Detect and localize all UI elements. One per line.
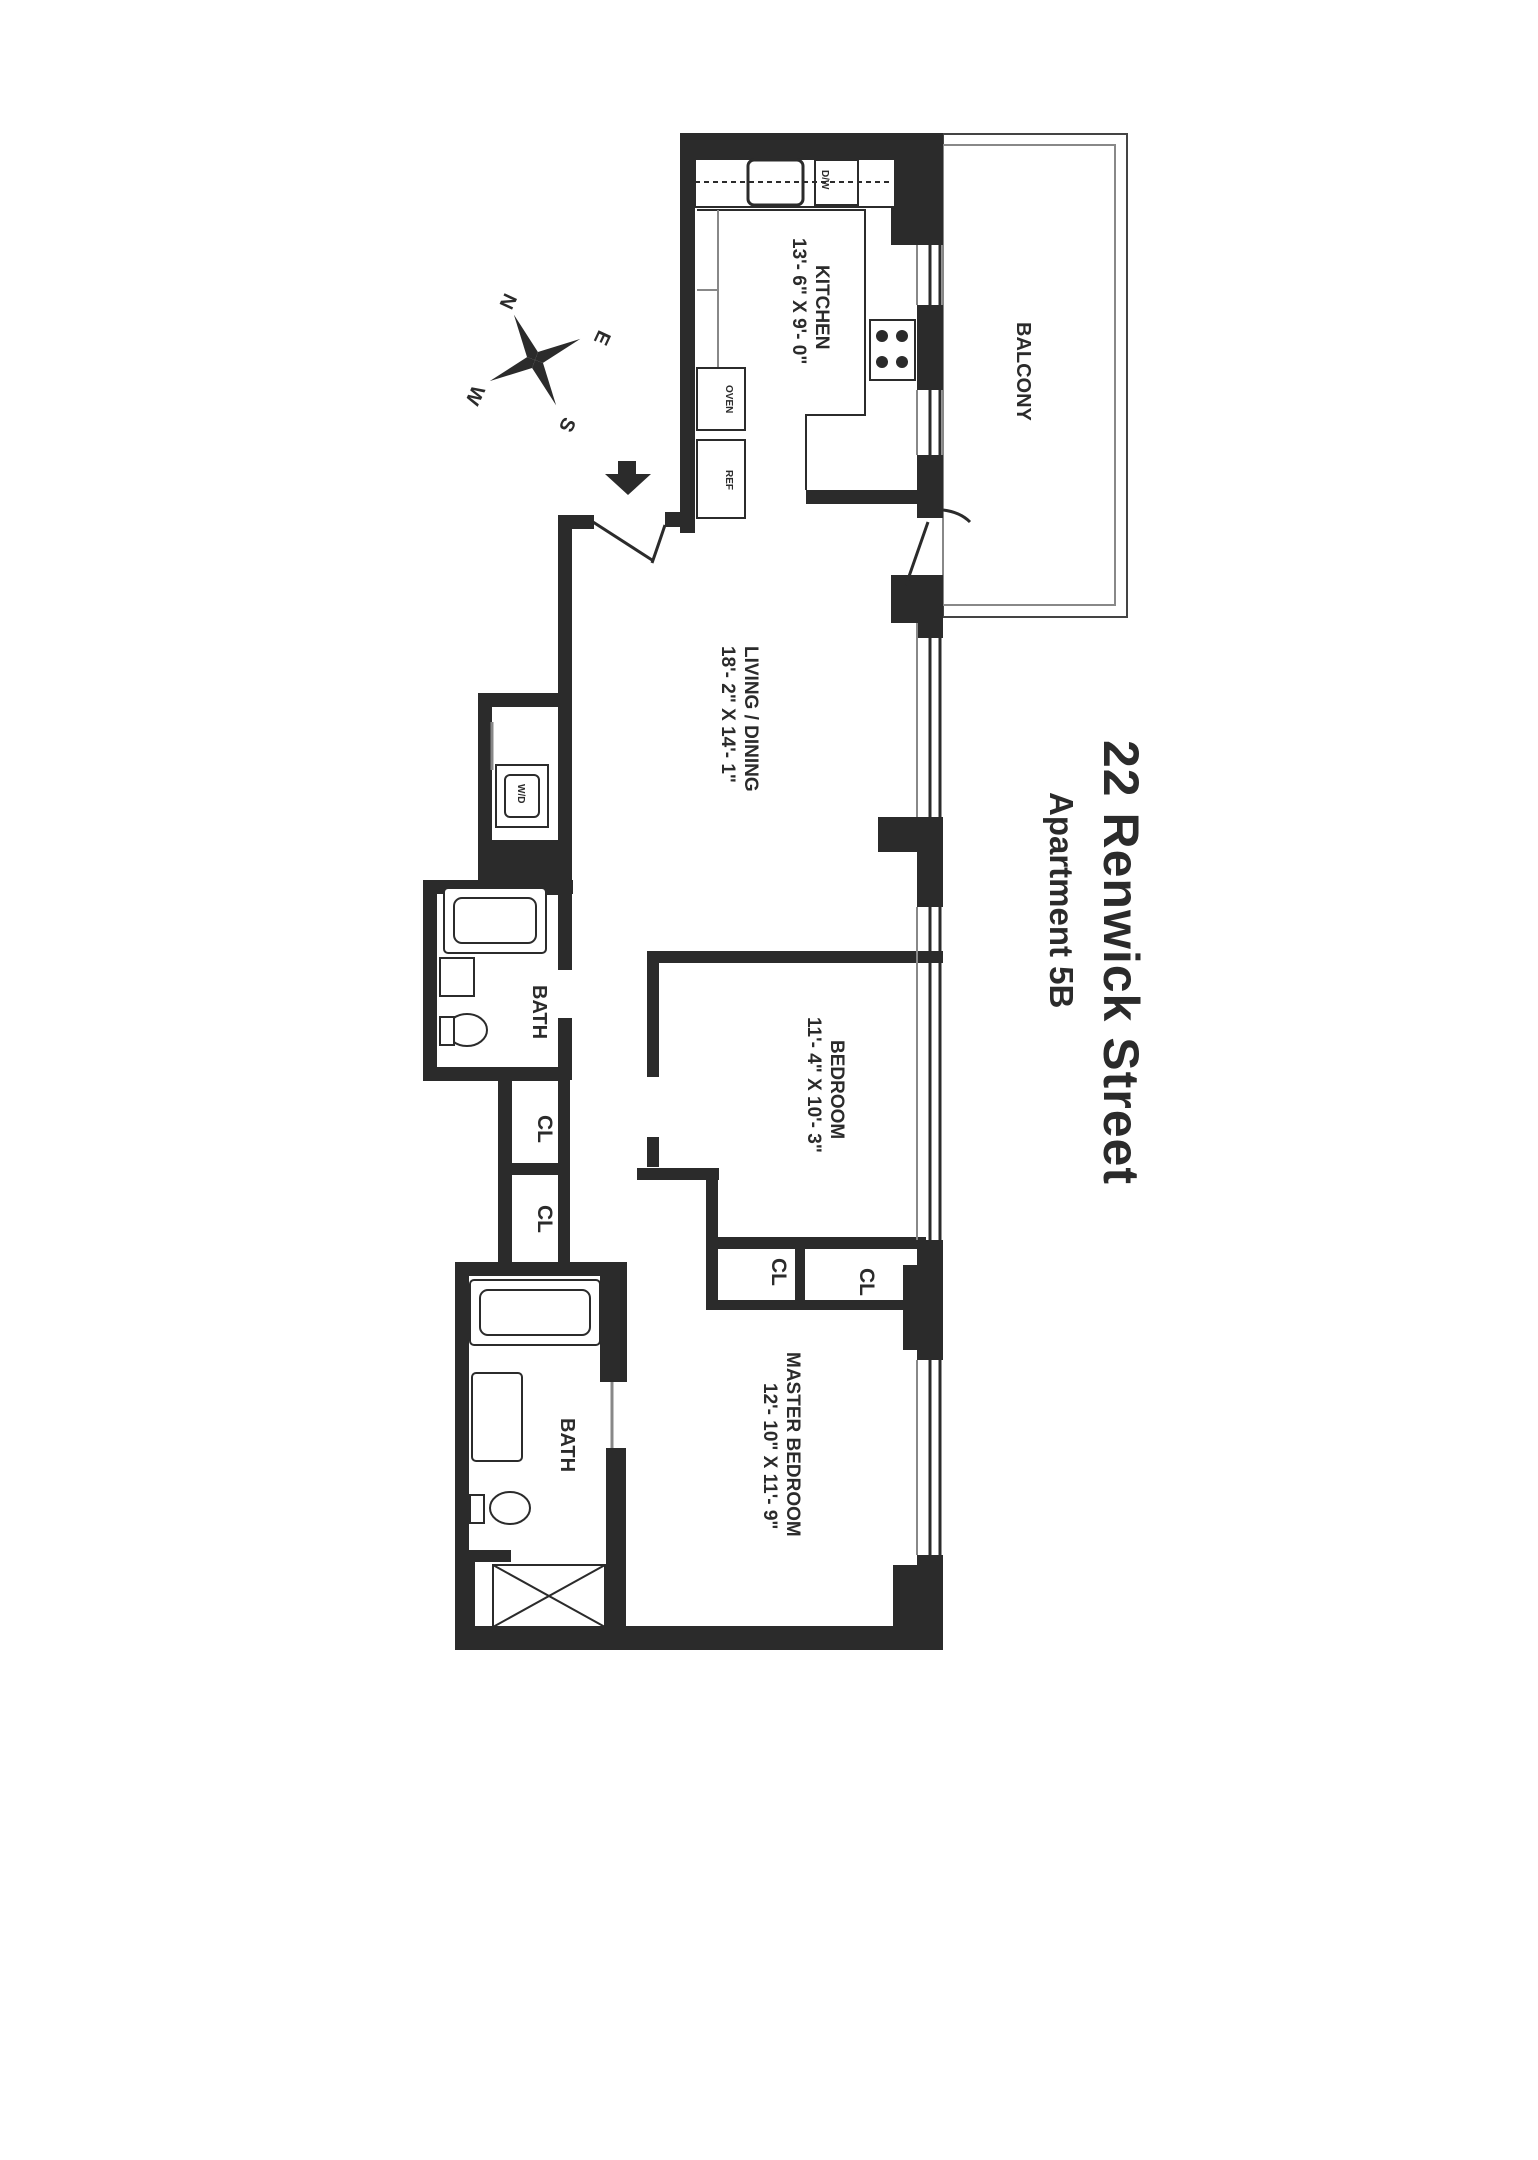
- closet-label: CL: [533, 1205, 556, 1233]
- fridge-label: REF: [723, 470, 734, 490]
- bedroom-dims: 11'- 4" X 10'- 3": [803, 1017, 824, 1153]
- oven-label: OVEN: [723, 385, 734, 413]
- closet-label: CL: [533, 1115, 556, 1143]
- title-block: 22 Renwick Street Apartment 5B: [1040, 740, 1240, 1185]
- bath2-label: BATH: [556, 1418, 578, 1472]
- living-label: LIVING / DINING: [740, 646, 761, 792]
- room-labels: KITCHEN 13'- 6" X 9'- 0" BALCONY LIVING …: [515, 170, 1034, 1537]
- compass-icon: [489, 314, 581, 406]
- compass-s: S: [554, 414, 580, 435]
- balcony: [942, 133, 1128, 618]
- windows: [916, 245, 942, 1555]
- bath1-label: BATH: [528, 985, 550, 1039]
- living-dims: 18'- 2" X 14'- 1": [717, 646, 738, 783]
- dishwasher-label: D/W: [819, 170, 830, 190]
- kitchen-label: KITCHEN: [811, 265, 832, 349]
- washer-dryer-label: W/D: [515, 784, 526, 803]
- compass-n: N: [494, 290, 520, 312]
- compass-e: E: [589, 327, 615, 348]
- balcony-label: BALCONY: [1012, 322, 1034, 422]
- bedroom-label: BEDROOM: [826, 1040, 847, 1139]
- address-title: 22 Renwick Street: [1093, 740, 1149, 1185]
- closet-label: CL: [767, 1258, 790, 1286]
- walls: [423, 133, 943, 1650]
- entry-arrow-icon: [605, 461, 651, 495]
- compass-w: W: [461, 382, 489, 409]
- master-bedroom-dims: 12'- 10" X 11'- 9": [759, 1383, 780, 1529]
- bath2-fixtures: [469, 1279, 614, 1628]
- kitchen-fixtures: [694, 158, 916, 519]
- master-bedroom-label: MASTER BEDROOM: [782, 1352, 803, 1537]
- unit-subtitle: Apartment 5B: [1043, 792, 1080, 1009]
- bath1-fixtures: [439, 887, 547, 1047]
- wd-fixture: [490, 722, 549, 828]
- doors: [592, 508, 972, 586]
- closet-label: CL: [855, 1268, 878, 1296]
- kitchen-dims: 13'- 6" X 9'- 0": [788, 238, 809, 364]
